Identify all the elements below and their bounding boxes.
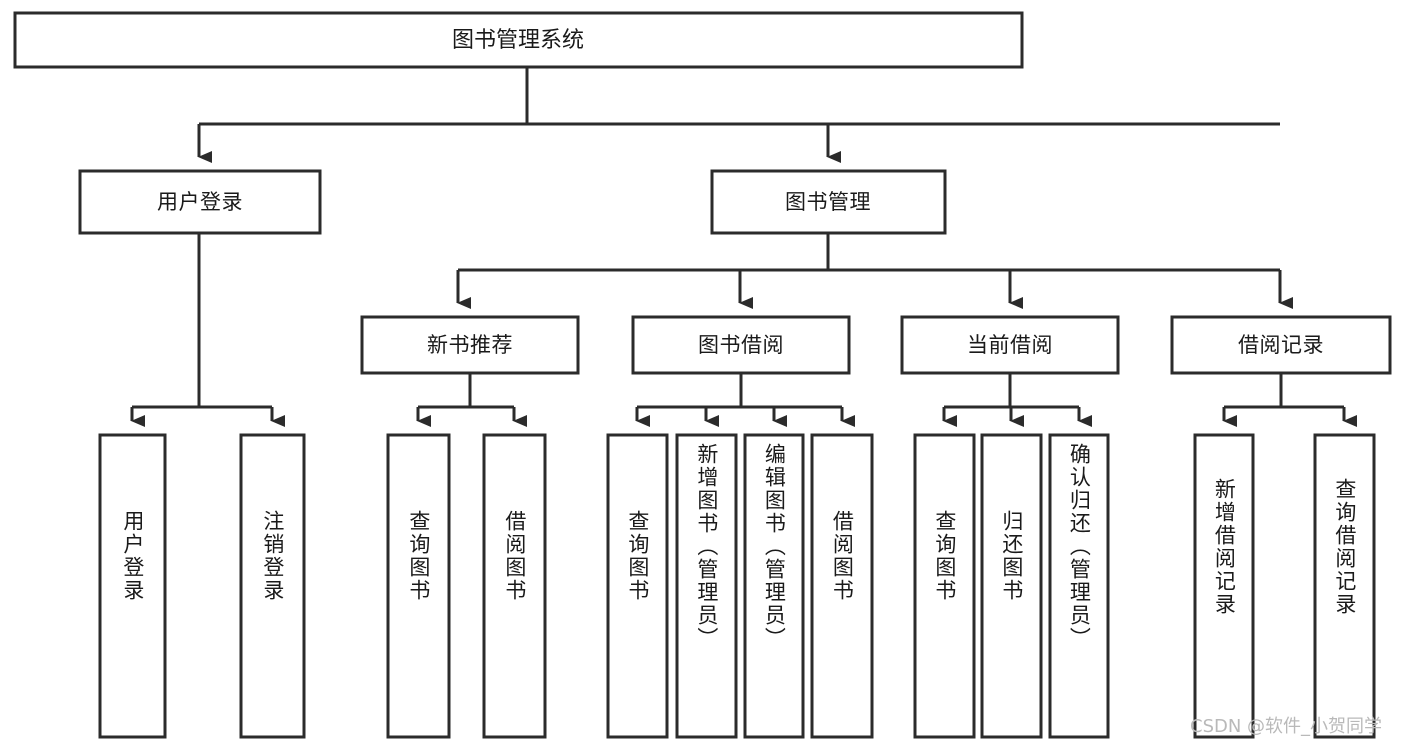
node-book-manage[interactable]: 图书管理 xyxy=(710,169,947,235)
connector-book-borrow-to-leaves xyxy=(635,373,855,427)
node-new-book-rec-label: 新书推荐 xyxy=(427,333,513,357)
leaf-box-user-login[interactable] xyxy=(98,433,167,739)
node-current-borrow-label: 当前借阅 xyxy=(967,333,1053,357)
leaf-box-add-record[interactable] xyxy=(1193,433,1255,739)
leaf-box-borrow-book-rec[interactable] xyxy=(482,433,547,739)
leaf-box-query-book-rec[interactable] xyxy=(386,433,451,739)
node-root-system-label: 图书管理系统 xyxy=(452,28,584,53)
connector-root-to-level2 xyxy=(197,67,1280,163)
node-borrow-record[interactable]: 借阅记录 xyxy=(1170,315,1392,375)
leaf-box-query-record[interactable] xyxy=(1313,433,1376,739)
connector-new-book-rec-to-leaves xyxy=(416,373,527,427)
connector-book-manage-to-level3 xyxy=(456,233,1293,309)
leaf-box-return-book[interactable] xyxy=(980,433,1043,739)
leaf-box-confirm-return[interactable] xyxy=(1048,433,1110,739)
leaf-box-edit-book[interactable] xyxy=(743,433,805,739)
node-borrow-record-label: 借阅记录 xyxy=(1238,333,1324,357)
node-book-borrow-label: 图书借阅 xyxy=(698,333,784,357)
leaf-box-query-book-cb[interactable] xyxy=(913,433,976,739)
node-root-system[interactable]: 图书管理系统 xyxy=(13,11,1024,69)
leaf-box-query-book-bb[interactable] xyxy=(606,433,669,739)
leaf-box-user-logout[interactable] xyxy=(239,433,306,739)
node-new-book-rec[interactable]: 新书推荐 xyxy=(360,315,580,375)
node-current-borrow[interactable]: 当前借阅 xyxy=(900,315,1120,375)
node-book-manage-label: 图书管理 xyxy=(785,190,871,214)
connector-borrow-record-to-leaves xyxy=(1222,373,1357,427)
node-book-borrow[interactable]: 图书借阅 xyxy=(631,315,851,375)
connector-current-borrow-to-leaves xyxy=(942,373,1092,427)
leaf-box-borrow-book-bb[interactable] xyxy=(810,433,874,739)
node-user-login[interactable]: 用户登录 xyxy=(78,169,322,235)
connector-user-login-to-leaves xyxy=(130,233,285,427)
node-user-login-label: 用户登录 xyxy=(157,190,243,214)
leaf-box-add-book[interactable] xyxy=(675,433,738,739)
